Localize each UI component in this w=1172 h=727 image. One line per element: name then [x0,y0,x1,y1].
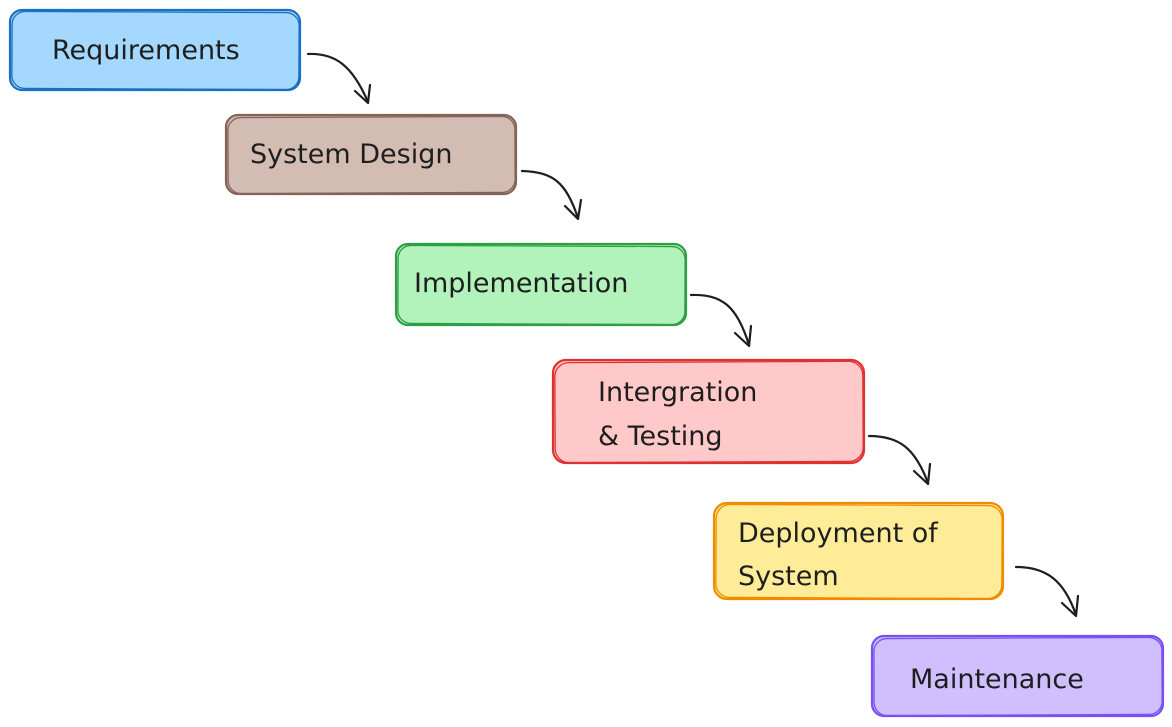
step-system-design[interactable]: System Design [224,113,518,196]
step-implementation-box [394,242,688,327]
step-integration-testing-sketch [554,360,864,464]
step-requirements-sketch [11,10,300,91]
step-implementation[interactable]: Implementation [394,242,688,327]
step-maintenance-label: Maintenance [910,664,1084,695]
step-maintenance-box [870,634,1165,718]
step-integration-testing[interactable]: Intergration & Testing [551,358,866,465]
step-deployment-label-line2: System [738,561,839,592]
step-maintenance-sketch [873,636,1163,717]
arrow-design-to-implementation [520,169,583,221]
step-maintenance[interactable]: Maintenance [870,634,1165,718]
step-requirements[interactable]: Requirements [8,8,302,92]
step-deployment-label-line1: Deployment of [738,518,939,549]
step-system-design-label: System Design [250,139,453,170]
step-deployment-sketch [715,503,1003,600]
step-integration-testing-box [551,358,866,465]
arrow-implementation-to-integration [689,293,753,348]
step-implementation-label: Implementation [414,268,628,299]
step-integration-testing-label-line2: & Testing [598,421,723,452]
step-integration-testing-label-line1: Intergration [598,377,757,408]
arrow-requirements-to-design [306,52,372,105]
step-system-design-sketch [227,115,516,195]
step-requirements-box [8,8,302,92]
arrow-integration-to-deployment [867,434,932,486]
arrow-deployment-to-maintenance [1014,565,1080,618]
step-implementation-sketch [397,244,686,326]
step-deployment-box [712,501,1005,601]
step-deployment[interactable]: Deployment of System [712,501,1005,601]
step-requirements-label: Requirements [52,35,240,66]
step-system-design-box [224,113,518,196]
